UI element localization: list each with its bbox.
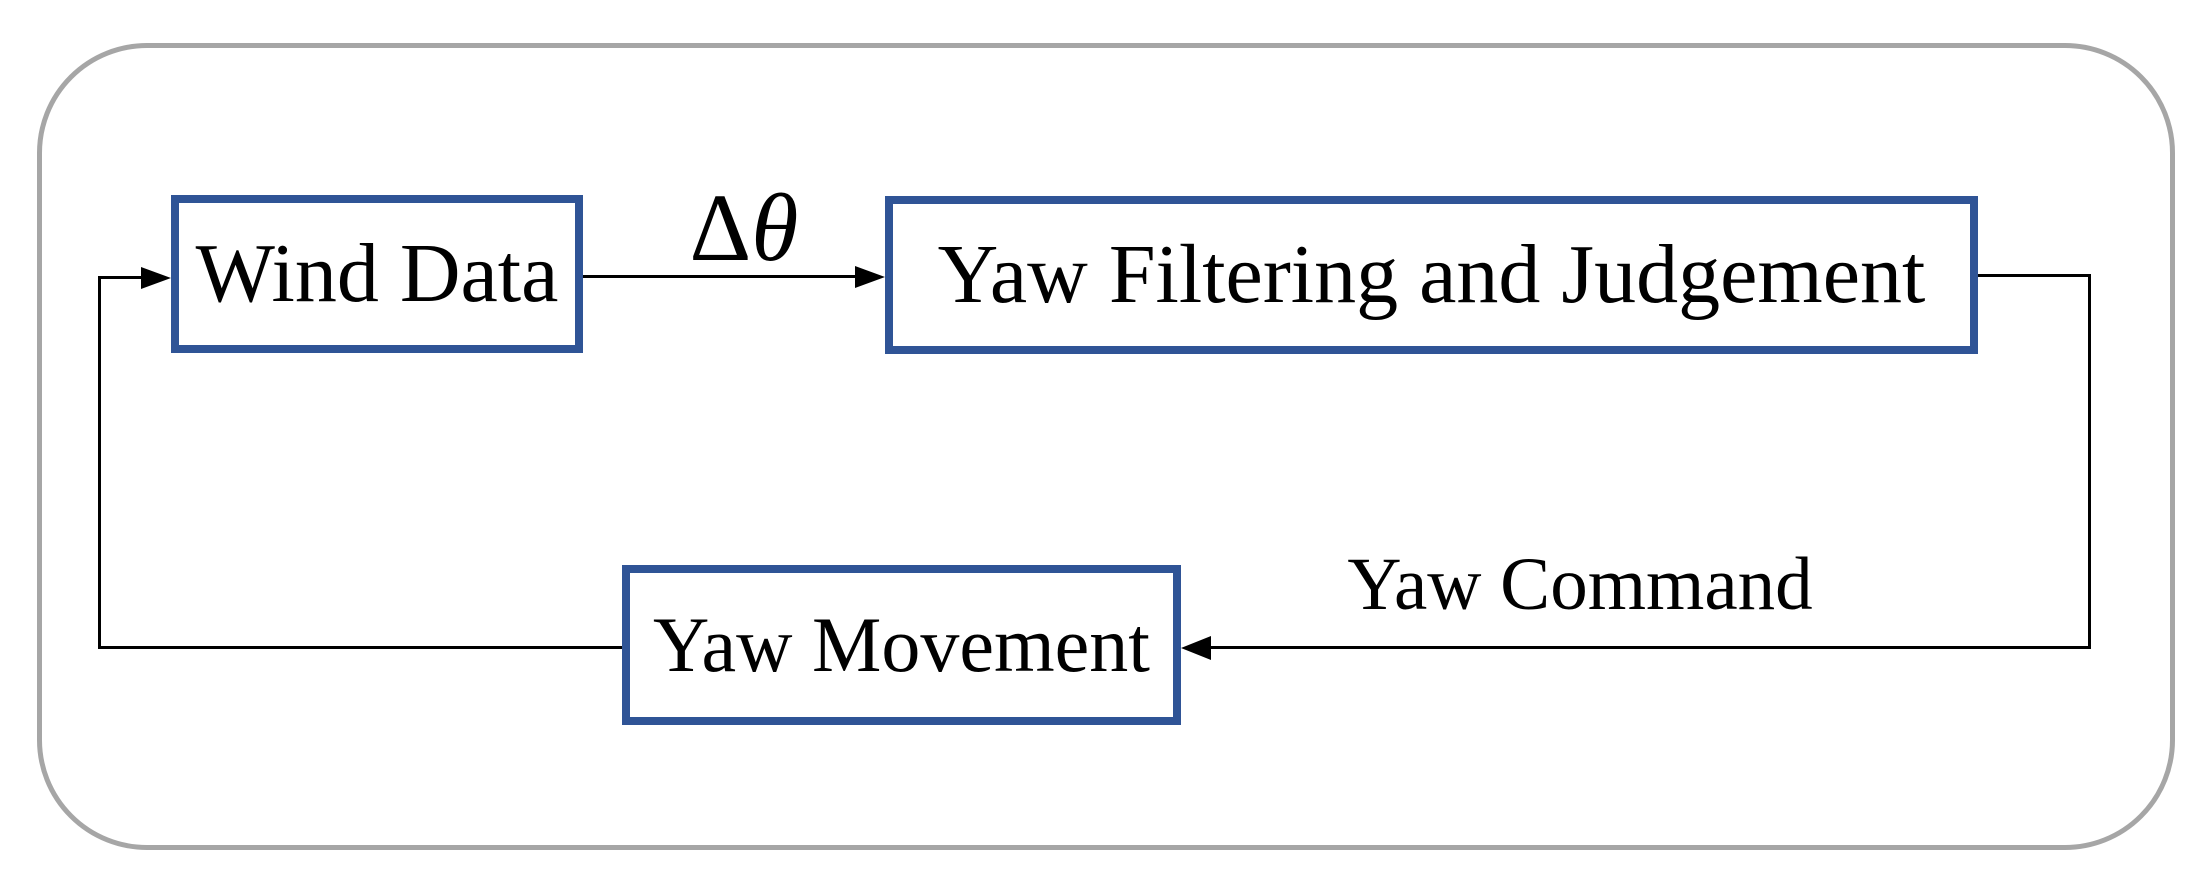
edge-right-vertical-line xyxy=(2088,274,2091,649)
node-wind-data: Wind Data xyxy=(171,195,583,353)
edge-label-delta-theta: Δθ xyxy=(594,180,894,276)
node-yaw-filtering-and-judgement: Yaw Filtering and Judgement xyxy=(885,196,1978,354)
node-yaw-movement: Yaw Movement xyxy=(622,565,1181,725)
yaw-command-text: Yaw Command xyxy=(1347,543,1813,626)
edge-filtering-out-line xyxy=(1978,274,2091,277)
arrowhead-into-filtering-icon xyxy=(855,266,885,288)
edge-movement-out-line xyxy=(98,646,622,649)
node-yaw-filtering-label: Yaw Filtering and Judgement xyxy=(937,228,1926,321)
edge-command-horizontal-line xyxy=(1211,646,2091,649)
edge-label-yaw-command: Yaw Command xyxy=(1310,547,1850,622)
system-boundary-frame xyxy=(37,43,2175,850)
edge-wind-to-filtering-line xyxy=(583,275,855,278)
node-wind-data-label: Wind Data xyxy=(195,227,559,320)
arrowhead-into-wind-icon xyxy=(141,267,171,289)
edge-into-wind-line xyxy=(98,276,141,279)
theta-symbol: θ xyxy=(751,174,799,281)
node-yaw-movement-label: Yaw Movement xyxy=(653,601,1150,688)
edge-left-vertical-line xyxy=(98,276,101,649)
arrowhead-into-movement-icon xyxy=(1181,636,1211,660)
delta-symbol: Δ xyxy=(689,174,752,281)
